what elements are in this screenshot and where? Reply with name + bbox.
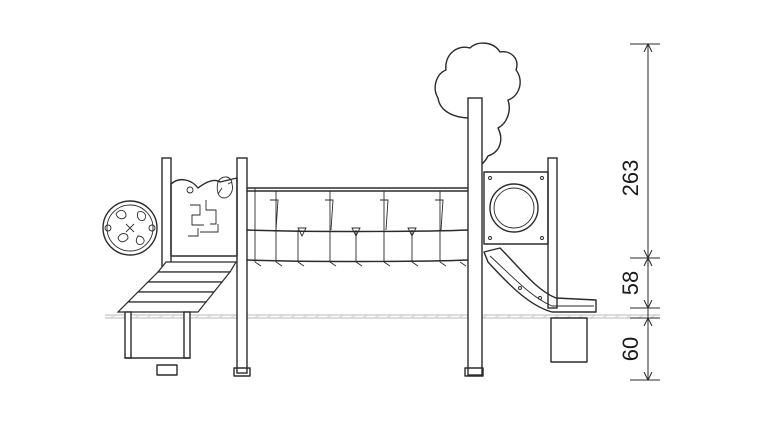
right-footing bbox=[464, 367, 484, 377]
step-ramp bbox=[116, 261, 238, 359]
dimension-foundation-depth: 60 bbox=[618, 337, 643, 361]
porthole-panel bbox=[483, 171, 549, 245]
tree-canopy-outline bbox=[434, 42, 521, 167]
left-footing bbox=[156, 364, 178, 376]
dimension-lines bbox=[630, 42, 660, 382]
maze-panel bbox=[170, 176, 238, 257]
sensory-wheel-panel bbox=[102, 200, 158, 256]
dimension-total-height: 263 bbox=[618, 160, 643, 197]
right-outer-post bbox=[547, 157, 558, 309]
bird-figure bbox=[216, 176, 233, 199]
right-inner-post bbox=[467, 97, 483, 376]
left-outer-post bbox=[161, 157, 172, 271]
right-foundation-block bbox=[550, 317, 588, 363]
left-inner-post bbox=[236, 157, 248, 374]
rope-bridge bbox=[246, 187, 469, 267]
dimension-platform-height: 58 bbox=[618, 271, 643, 295]
slide bbox=[483, 247, 597, 313]
center-left-footing bbox=[233, 367, 251, 377]
